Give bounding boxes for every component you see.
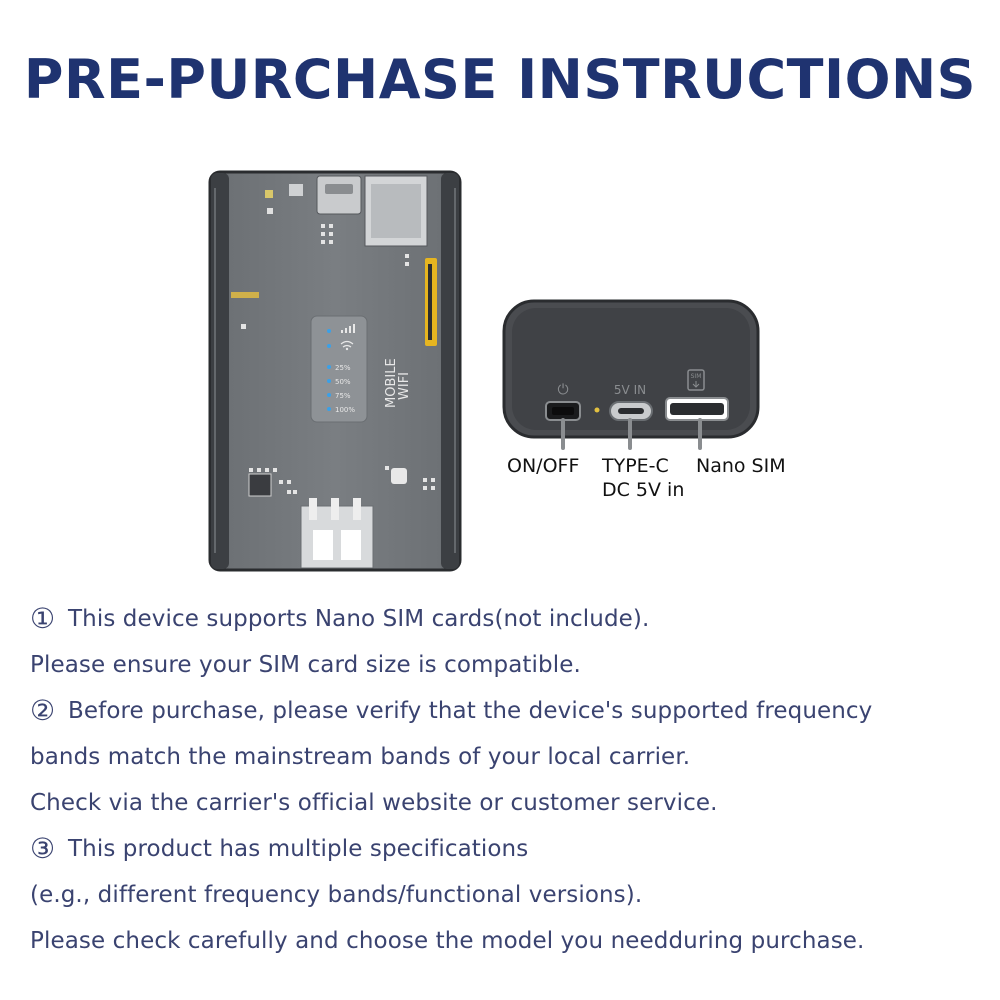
battery-level-75: 75% [335, 392, 351, 400]
power-icon: ⏻ [557, 382, 568, 398]
brand-mobile: MOBILE [384, 358, 399, 408]
typec-marking: 5V IN [614, 383, 646, 397]
chip [248, 473, 272, 497]
device-side-rail-right [441, 173, 459, 569]
device-side-rail-left [211, 173, 229, 569]
sim-icon [687, 369, 705, 391]
instruction-line: (e.g., different frequency bands/functio… [30, 882, 643, 908]
step-number: ③ [30, 832, 56, 865]
leader-extensions [561, 438, 702, 450]
instruction-line: Please check carefully and choose the mo… [30, 928, 865, 954]
led-window [310, 315, 368, 423]
typec-dc-label: DC 5V in [602, 479, 685, 501]
status-led [594, 407, 600, 413]
page-title: PRE-PURCHASE INSTRUCTIONS [23, 48, 977, 111]
signal-icon [341, 324, 355, 333]
nanosim-label: Nano SIM [696, 455, 786, 477]
device-front-image: 25% 50% 75% 100% MOBILE WIFI [208, 170, 462, 572]
battery-level-50: 50% [335, 378, 351, 386]
battery-leds [327, 365, 331, 411]
onoff-label: ON/OFF [507, 455, 580, 477]
wifi-icon [340, 340, 354, 348]
device-side-ports-image: ⏻ 5V IN SIM [502, 299, 760, 440]
instruction-line: Check via the carrier's official website… [30, 790, 718, 816]
brand-wifi: WIFI [397, 372, 412, 400]
battery-level-25: 25% [335, 364, 351, 372]
svg-text:SIM: SIM [691, 373, 702, 380]
instruction-line: bands match the mainstream bands of your… [30, 744, 691, 770]
step-number: ② [30, 694, 56, 727]
instruction-line: Please ensure your SIM card size is comp… [30, 652, 581, 678]
usb-port-top [316, 175, 362, 215]
typec-label: TYPE-C [602, 455, 669, 477]
step-number: ① [30, 602, 56, 635]
button-component [391, 468, 407, 484]
circuit-components [241, 224, 435, 494]
battery-level-100: 100% [335, 406, 355, 414]
